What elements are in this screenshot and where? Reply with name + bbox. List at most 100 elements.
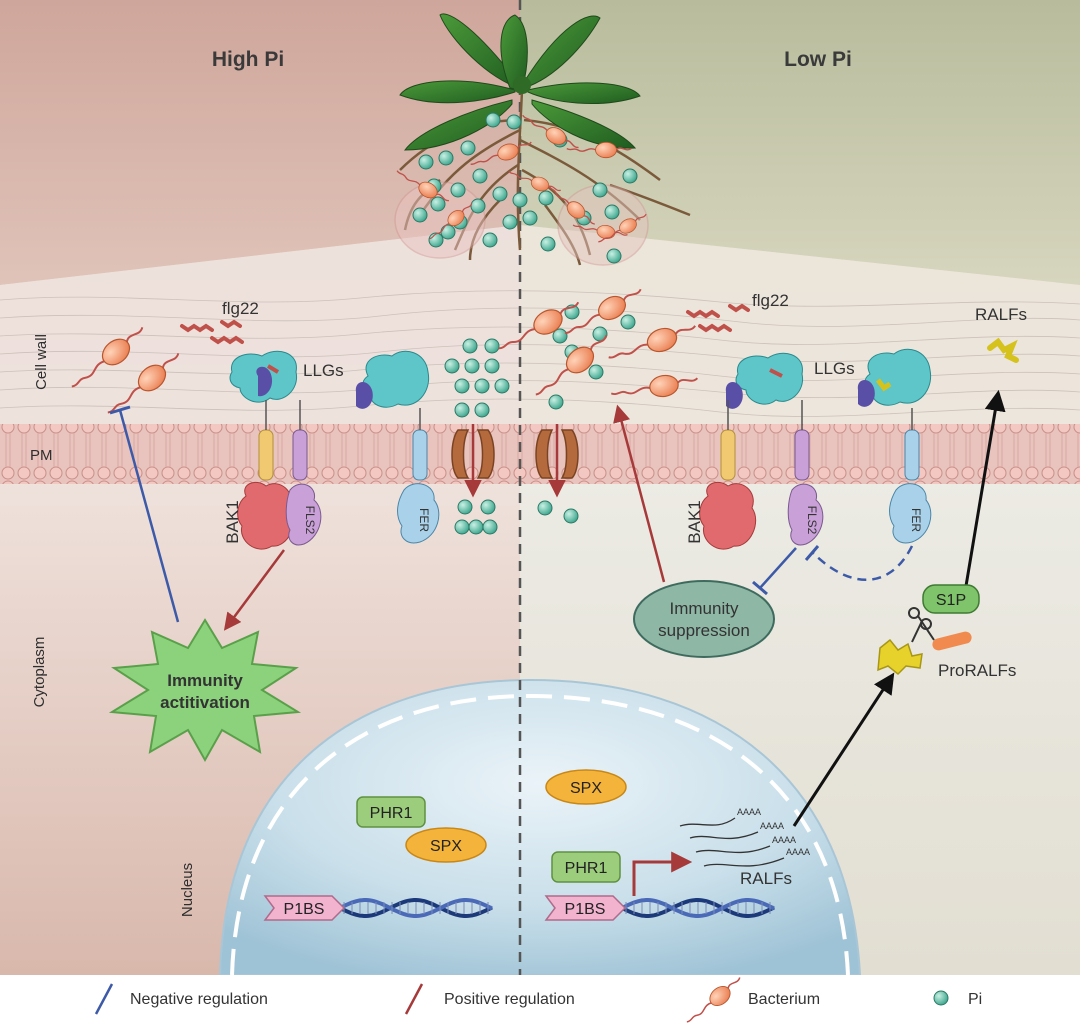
pi-dot [482,519,498,535]
pi-dot [444,358,460,374]
pi-dot [430,196,446,212]
pi-dot [606,248,622,264]
pi-dot [494,378,510,394]
pi-transporter-left [451,429,495,479]
p1bs-right-label: P1BS [565,901,606,918]
pi-dot [620,314,636,330]
pi-dot [412,207,428,223]
fls2-right-kinase [787,483,824,546]
transcription-arrow [632,851,693,896]
bacterium [498,301,580,350]
pi-dot [484,358,500,374]
legend-negative-swatch [94,983,114,1015]
pi-dot [468,519,484,535]
bacterium [508,170,561,192]
fer-right-label: FER [909,508,923,532]
pi-dot [474,378,490,394]
fer-left-label: FER [417,508,431,532]
s1p-label: S1P [936,592,966,609]
phr1-right-box [551,851,621,883]
pi-dot [588,364,604,380]
spx-left-ellipse [405,827,487,863]
pi-dot-icon [933,990,949,1006]
pi-dot [592,182,608,198]
pi-dot [418,154,434,170]
bacterium [610,374,699,398]
dna-helix-right [621,898,775,918]
nucleus-label: Nucleus [179,863,196,917]
pi-dot [604,204,620,220]
spx-right-label: SPX [570,780,602,797]
legend-bar [0,975,1080,1032]
pm-label: PM [30,447,53,464]
phr1-left-label: PHR1 [370,805,413,822]
bacterium [686,977,741,1023]
pi-dot [548,394,564,410]
legend-positive-label: Positive regulation [444,991,575,1008]
scissors-icon [908,607,935,643]
polya-3: AAAA [772,835,796,845]
pi-dot [512,192,528,208]
flg22-left-peptides [180,319,244,345]
low-pi-title: Low Pi [784,48,852,71]
cytoplasm-label: Cytoplasm [31,637,48,708]
legend-negative-label: Negative regulation [130,991,268,1008]
pi-dot [474,402,490,418]
ralfs-top-label: RALFs [975,305,1027,324]
bacterium [564,288,642,334]
pi-dot [485,112,501,128]
pi-dot [563,508,579,524]
high-pi-title: High Pi [212,48,284,71]
p1bs-right-tag [544,895,627,921]
proralfs-label: ProRALFs [938,661,1016,680]
pi-dot [484,338,500,354]
pi-dot [464,358,480,374]
bak1-left-label: BAK1 [223,500,242,543]
fls2-left-label: FLS2 [303,506,317,535]
llgs-right-label: LLGs [814,359,855,378]
pi-dot [622,168,638,184]
llgs-left-label: LLGs [303,361,344,380]
spx-left-label: SPX [430,838,462,855]
polya-1: AAAA [737,807,761,817]
pi-dot [540,236,556,252]
spx-right-ellipse [545,769,627,805]
nuclear-envelope [230,693,850,976]
p1bs-left-label: P1BS [284,901,325,918]
ralfs-mrna-transcripts [679,817,785,867]
ralfs-peptide [987,337,1019,363]
pi-dot [462,338,478,354]
pi-dot [457,499,473,515]
pi-dot [502,214,518,230]
p1bs-left-tag [263,895,346,921]
llg-complex-right-1 [725,352,804,409]
pi-dot [552,328,568,344]
pi-dot [454,378,470,394]
regulation-arrows [109,389,1006,827]
legend-positive-swatch [404,983,424,1015]
pi-dot [472,168,488,184]
proralfs-precursor [877,631,972,676]
pi-dot [440,224,456,240]
immunity-activation-line2: actitivation [160,693,250,712]
fls2-right-label: FLS2 [805,506,819,535]
receptors-left [258,400,428,481]
flg22-left-label: flg22 [222,299,259,318]
dna-helix-left [339,898,493,918]
fls2-left-kinase [285,483,322,546]
immunity-suppression-line2: suppression [658,621,750,640]
immunity-activation-burst [108,618,302,763]
bacterium [548,185,595,225]
pi-dot [450,182,466,198]
immunity-suppression-line1: Immunity [670,599,739,618]
fer-right-kinase [889,483,932,544]
cell-wall-label: Cell wall [33,334,50,390]
receptors-right [720,400,920,481]
immunity-suppression-node [633,580,775,658]
pi-dot [480,499,496,515]
bacterium [535,334,608,396]
phr1-right-label: PHR1 [565,860,608,877]
pi-dot [438,150,454,166]
bak1-right-label: BAK1 [685,500,704,543]
